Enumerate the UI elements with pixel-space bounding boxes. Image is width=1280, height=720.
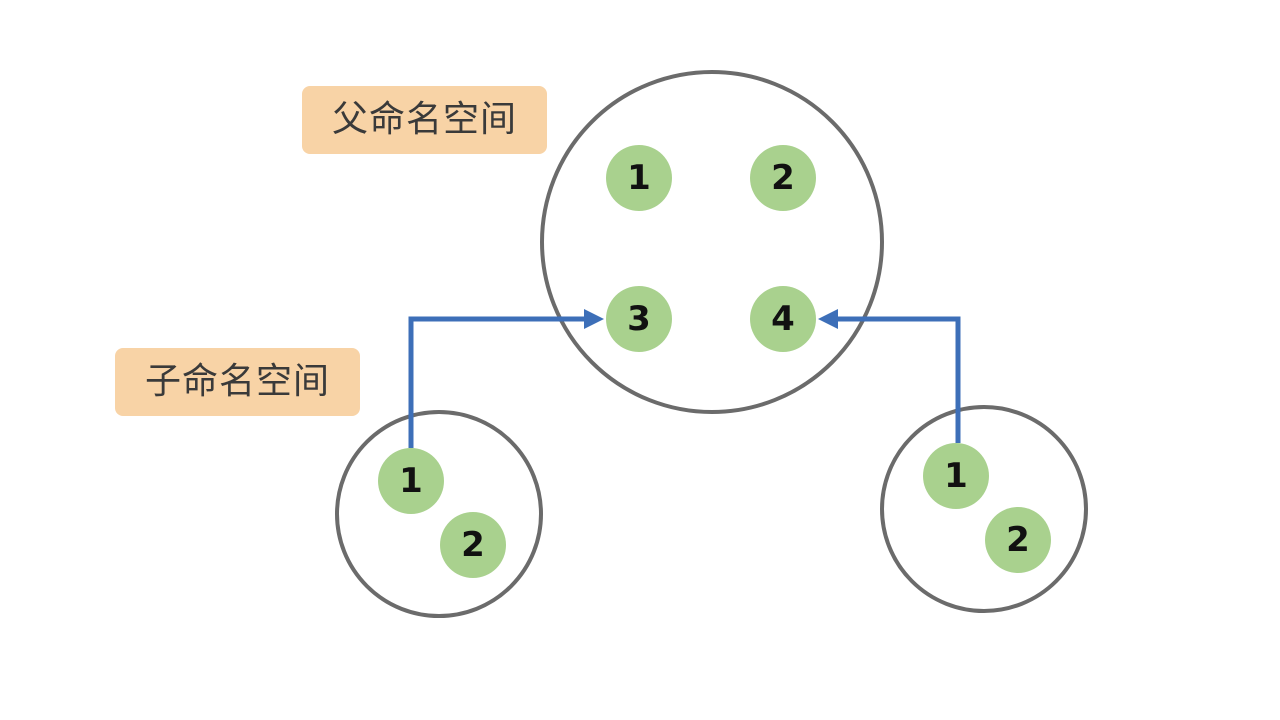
arrow-left-to-parent-3 [408, 309, 604, 448]
arrow-right-line [834, 316, 961, 443]
arrow-right-head [818, 309, 838, 329]
arrow-right-to-parent-4 [818, 309, 961, 443]
child-right-node-1 [923, 443, 989, 509]
child-left-node-2-label: 2 [461, 525, 485, 565]
child-right-node-2 [985, 507, 1051, 573]
child-namespace-label: 子命名空间 [115, 348, 360, 416]
child-left-node-1 [378, 448, 444, 514]
parent-node-3-label: 3 [627, 299, 651, 339]
child-right-node-2-label: 2 [1006, 520, 1030, 560]
child-left-node-2 [440, 512, 506, 578]
child-left-node-1-label: 1 [399, 461, 423, 501]
child-left-ring [335, 410, 543, 618]
parent-namespace-label: 父命名空间 [302, 86, 547, 154]
parent-node-2 [750, 145, 816, 211]
parent-namespace-ring [540, 70, 884, 414]
parent-node-4 [750, 286, 816, 352]
arrow-left-line [408, 316, 588, 448]
parent-node-4-label: 4 [771, 299, 795, 339]
child-right-node-1-label: 1 [944, 456, 968, 496]
parent-namespace: 1 2 3 4 [540, 70, 884, 414]
child-namespace-left: 1 2 [335, 410, 543, 618]
parent-node-2-label: 2 [771, 158, 795, 198]
parent-node-1-label: 1 [627, 158, 651, 198]
parent-node-3 [606, 286, 672, 352]
arrow-left-head [584, 309, 604, 329]
child-right-ring [880, 405, 1088, 613]
parent-node-1 [606, 145, 672, 211]
child-namespace-right: 1 2 [880, 405, 1088, 613]
